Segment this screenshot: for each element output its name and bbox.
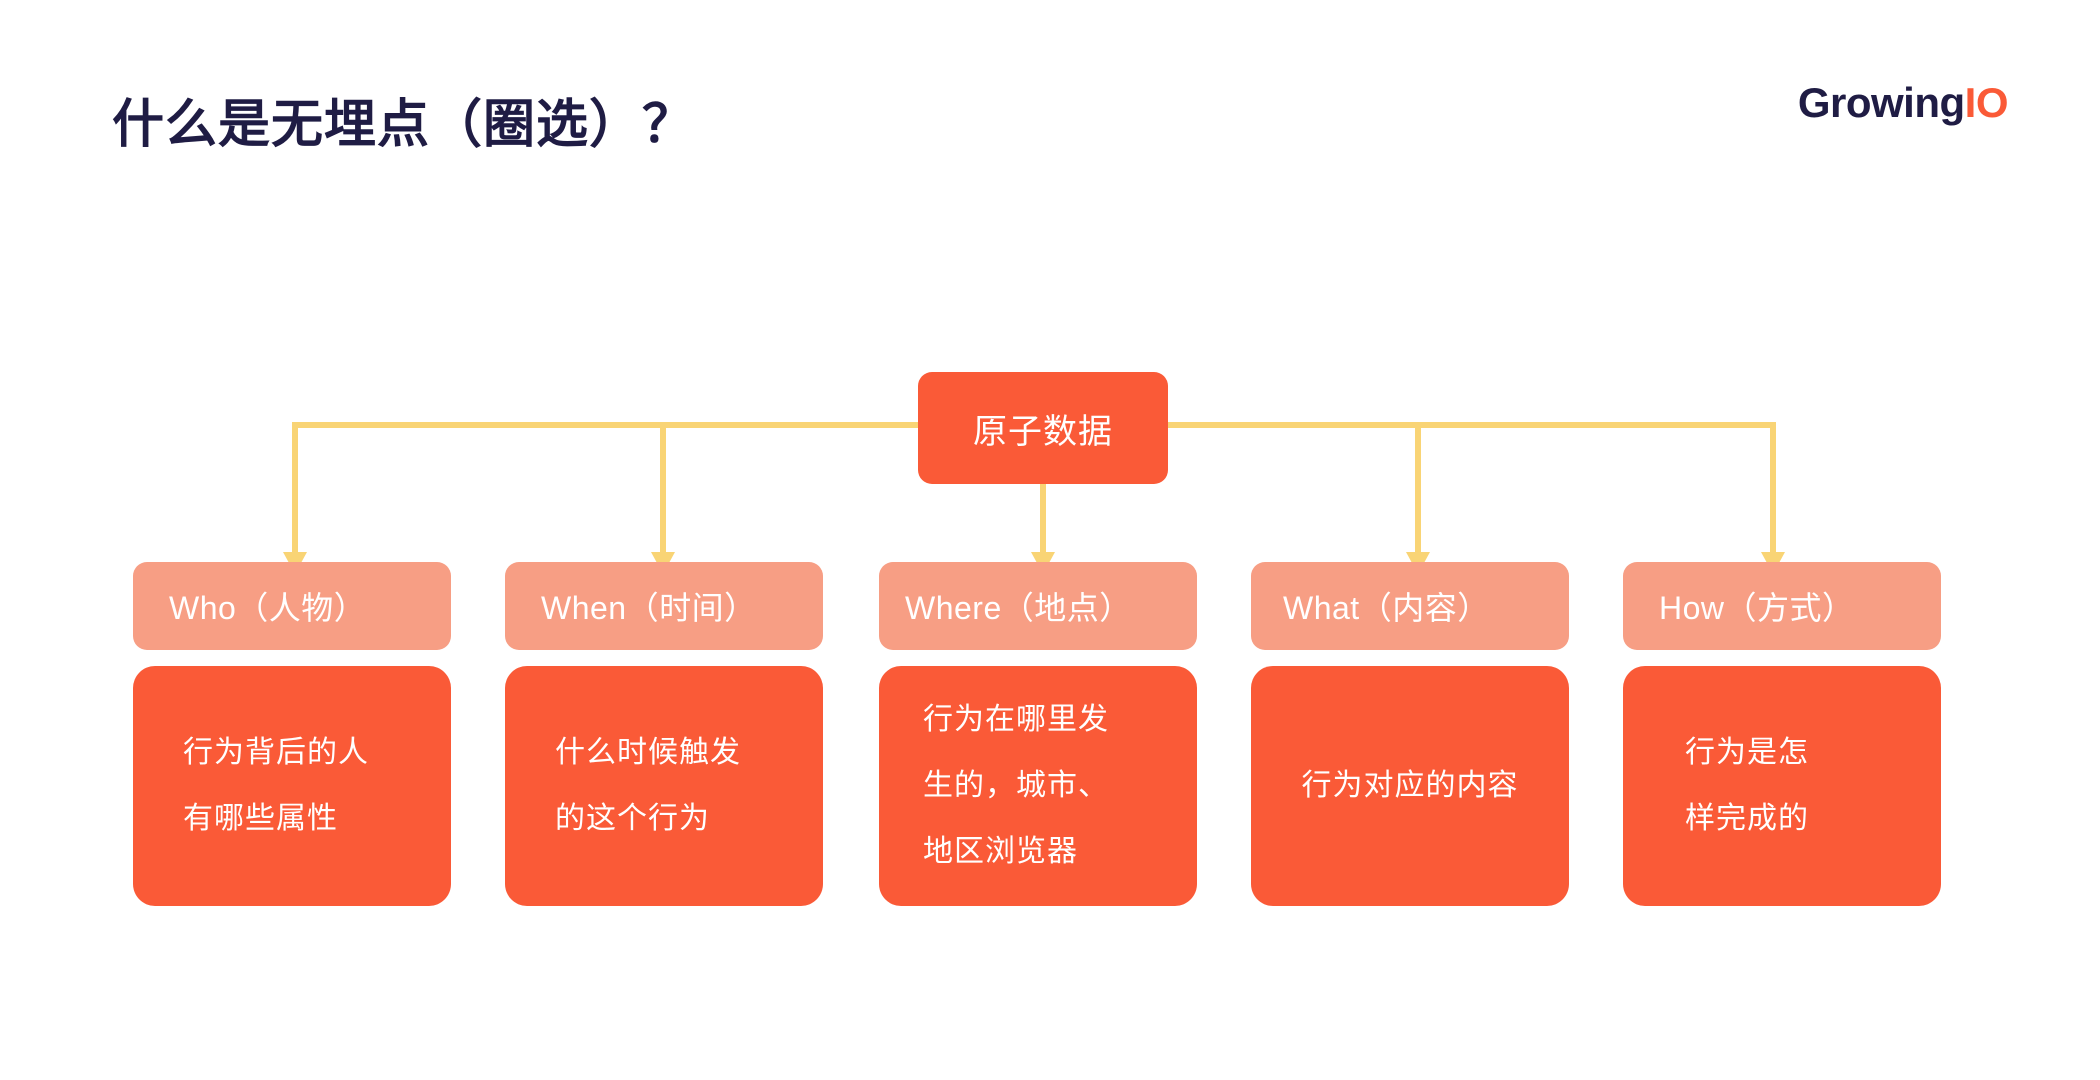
connector-who [292,422,918,552]
connector-when [660,422,918,552]
description-line: 生的，城市、 [923,769,1109,802]
description-line: 行为是怎 [1685,736,1809,769]
branch-column-who: Who（人物） 行为背后的人 有哪些属性 [133,562,451,906]
branch-label-how[interactable]: How（方式） [1623,562,1941,650]
description-line: 的这个行为 [555,802,710,835]
branch-column-when: When（时间） 什么时候触发 的这个行为 [505,562,823,906]
logo-wordmark-growing: Growing [1797,79,1965,126]
branch-description-where[interactable]: 行为在哪里发 生的，城市、 地区浏览器 [879,666,1197,906]
branch-label-where[interactable]: Where（地点） [879,562,1197,650]
description-line: 行为对应的内容 [1301,769,1519,802]
branch-column-where: Where（地点） 行为在哪里发 生的，城市、 地区浏览器 [879,562,1197,906]
logo-wordmark-io: IO [1964,79,2009,126]
root-node-atomic-data[interactable]: 原子数据 [918,372,1168,484]
branch-label-who[interactable]: Who（人物） [133,562,451,650]
description-line: 行为背后的人 [183,736,369,769]
branch-column-how: How（方式） 行为是怎 样完成的 [1623,562,1941,906]
connector-what [1168,422,1421,552]
description-line: 行为在哪里发 [923,703,1109,736]
branch-label-when[interactable]: When（时间） [505,562,823,650]
description-line: 地区浏览器 [923,835,1078,868]
page-title: 什么是无埋点（圈选）？ [112,95,696,154]
branch-description-who[interactable]: 行为背后的人 有哪些属性 [133,666,451,906]
branch-label-what[interactable]: What（内容） [1251,562,1569,650]
branch-description-what[interactable]: 行为对应的内容 [1251,666,1569,906]
connector-how [1168,422,1776,552]
description-line: 有哪些属性 [183,802,338,835]
branch-column-what: What（内容） 行为对应的内容 [1251,562,1569,906]
description-line: 什么时候触发 [555,736,741,769]
description-line: 样完成的 [1685,802,1809,835]
branch-description-how[interactable]: 行为是怎 样完成的 [1623,666,1941,906]
branch-description-when[interactable]: 什么时候触发 的这个行为 [505,666,823,906]
